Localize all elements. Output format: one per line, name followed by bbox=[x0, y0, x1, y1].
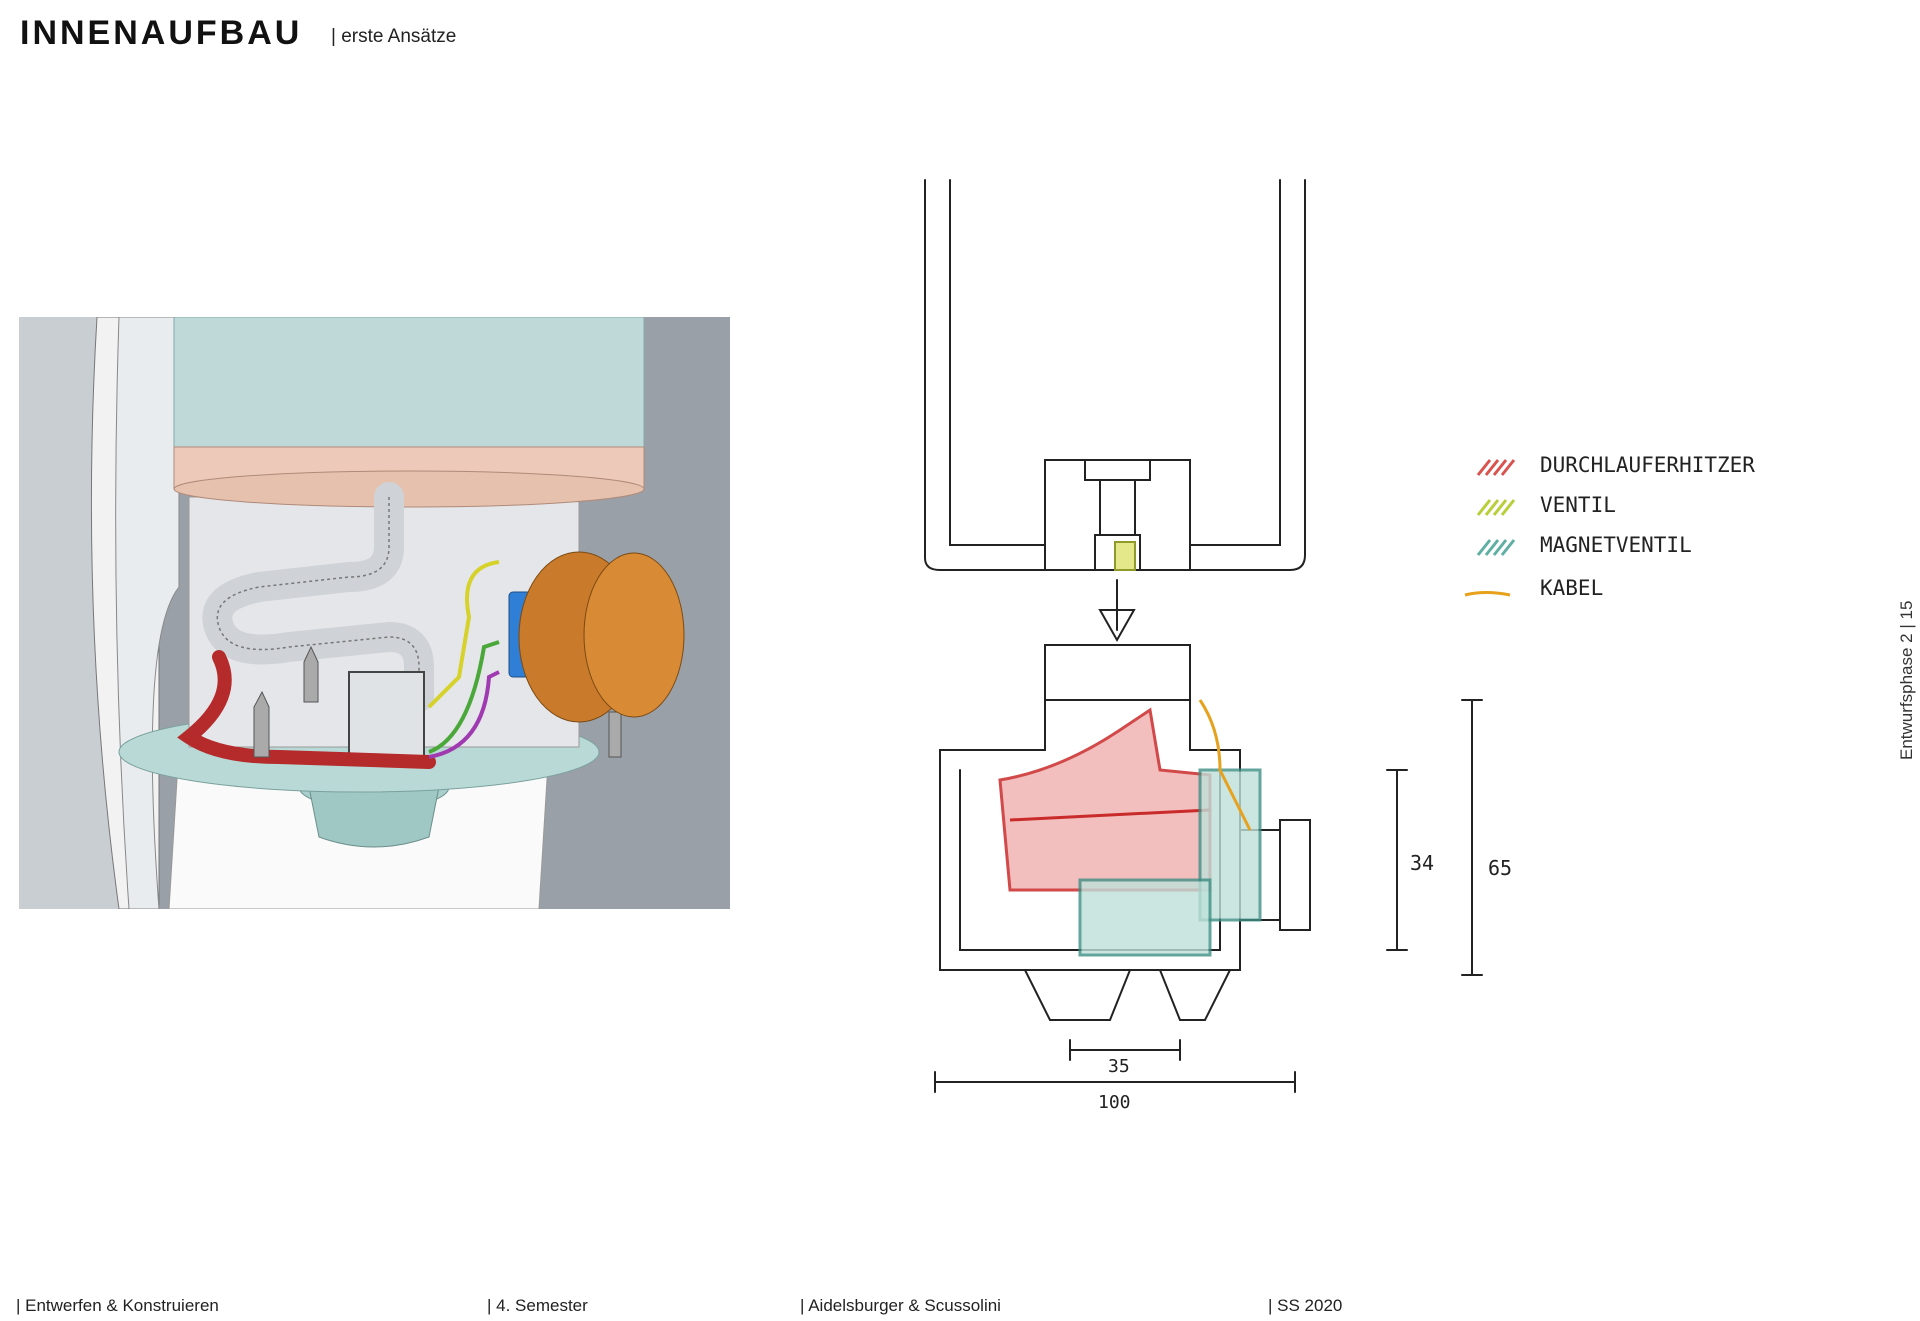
legend-label-ventil: VENTIL bbox=[1540, 493, 1616, 517]
footer-term: | SS 2020 bbox=[1268, 1296, 1343, 1315]
page-number-side-label: Entwurfsphase 2 | 15 bbox=[1897, 600, 1916, 760]
hand-sketch-section-drawing: DURCHLAUFERHITZER VENTIL MAGNETVENTIL KA… bbox=[924, 179, 1755, 1113]
page-subtitle: | erste Ansätze bbox=[331, 26, 457, 47]
cad-render-image bbox=[19, 317, 730, 909]
footer-course: | Entwerfen & Konstruieren bbox=[16, 1296, 219, 1315]
legend-label-kabel: KABEL bbox=[1540, 576, 1603, 600]
footer-authors: | Aidelsburger & Scussolini bbox=[800, 1296, 1001, 1315]
page-title: INNENAUFBAU bbox=[20, 14, 303, 52]
legend-label-magnetventil: MAGNETVENTIL bbox=[1540, 533, 1692, 557]
dimension-label-65: 65 bbox=[1488, 856, 1512, 880]
legend-label-durchlauferhitzer: DURCHLAUFERHITZER bbox=[1540, 453, 1755, 477]
dimension-label-35: 35 bbox=[1108, 1056, 1130, 1077]
dimension-label-34: 34 bbox=[1410, 851, 1434, 875]
footer-semester: | 4. Semester bbox=[487, 1296, 588, 1315]
dimension-label-100: 100 bbox=[1098, 1092, 1131, 1113]
